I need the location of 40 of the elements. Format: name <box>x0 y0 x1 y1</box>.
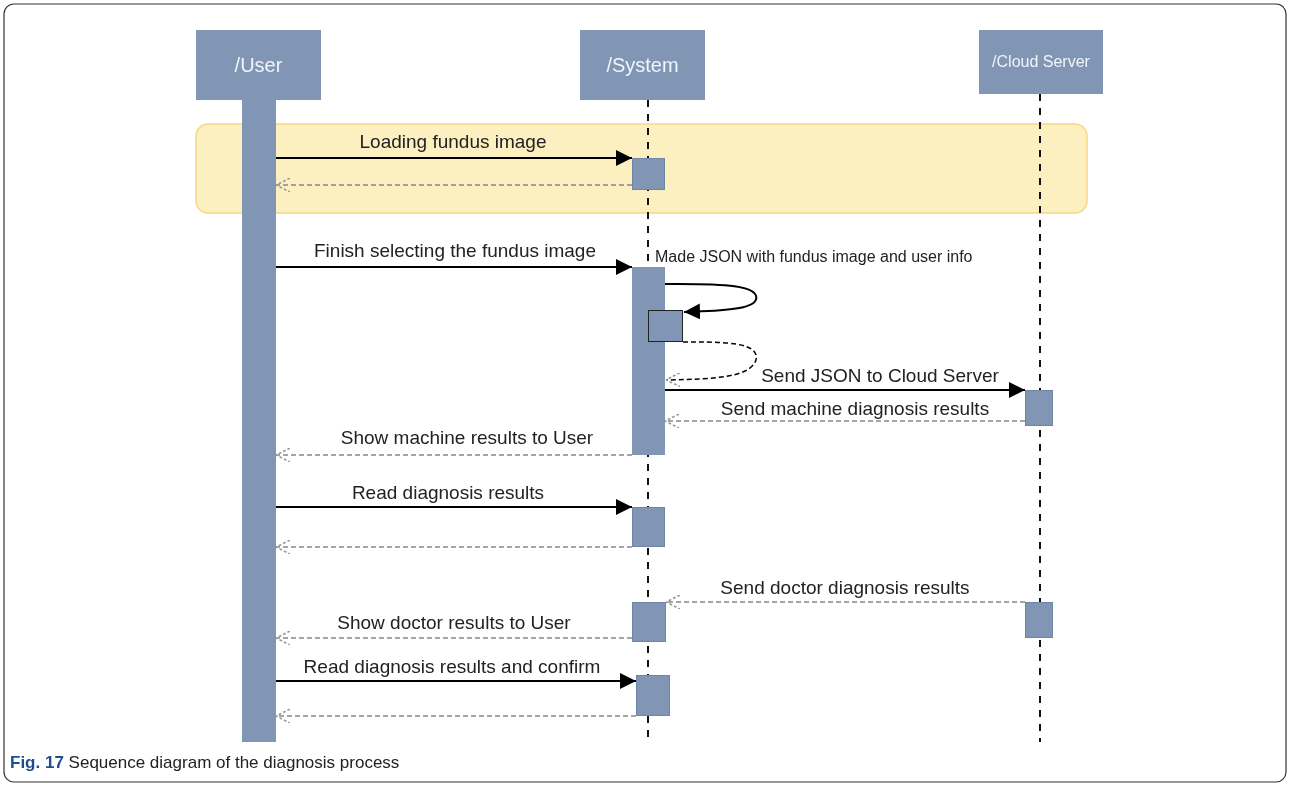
message-label: Send machine diagnosis results <box>720 399 990 420</box>
return-arrow <box>664 413 1026 429</box>
message-label: Show doctor results to User <box>337 613 571 634</box>
message-label: Show machine results to User <box>340 428 594 449</box>
participant-name: /System <box>606 53 679 77</box>
return-arrow <box>665 341 758 388</box>
return-arrow <box>275 177 633 193</box>
activation-box <box>632 158 665 190</box>
message-arrow <box>664 382 1026 398</box>
participant-name: /User <box>234 53 283 77</box>
message-label: Read diagnosis results and confirm <box>303 657 601 678</box>
message-label: Loading fundus image <box>359 132 547 153</box>
activation-box <box>648 310 683 342</box>
message-label: Send JSON to Cloud Server <box>761 366 999 387</box>
participant-name: /Cloud Server <box>992 53 1090 71</box>
message-arrow <box>275 259 633 275</box>
message-label: Send doctor diagnosis results <box>720 578 970 599</box>
return-arrow <box>275 708 637 724</box>
message-label: Finish selecting the fundus image <box>314 241 596 262</box>
figure-caption: Fig. 17 Sequence diagram of the diagnosis process <box>10 753 400 773</box>
return-arrow <box>275 539 633 555</box>
activation-bar <box>632 267 665 455</box>
return-arrow <box>665 594 1026 610</box>
return-arrow <box>275 630 633 646</box>
participant-box <box>196 30 321 100</box>
message-arrow <box>275 673 637 689</box>
activation-box <box>632 602 666 642</box>
activation-box <box>636 675 670 716</box>
message-arrow <box>664 283 758 320</box>
message-label: Made JSON with fundus image and user info <box>655 248 973 266</box>
return-arrow <box>275 447 633 463</box>
activation-box <box>1025 602 1053 638</box>
message-arrow <box>275 499 633 515</box>
message-arrow <box>275 150 633 166</box>
activation-box <box>632 507 665 547</box>
participant-box <box>580 30 705 100</box>
participant-box <box>979 30 1103 94</box>
activation-box <box>1025 390 1053 426</box>
activation-bar <box>242 100 276 742</box>
message-label: Read diagnosis results <box>351 483 545 504</box>
